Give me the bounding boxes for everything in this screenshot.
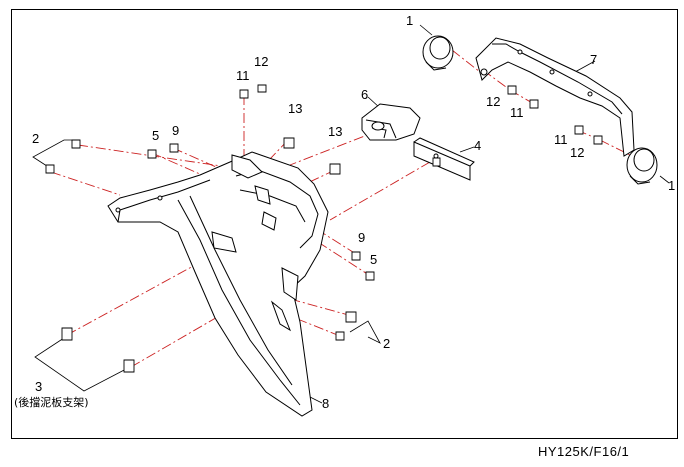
rear-fender <box>107 151 329 417</box>
callout-11-right: 11 <box>554 132 568 147</box>
diagram-frame <box>11 9 678 439</box>
callout-11-mid: 11 <box>510 105 524 120</box>
reflector-left <box>422 35 454 71</box>
callout-11-top: 11 <box>236 68 250 83</box>
callout-13-mid: 13 <box>328 124 342 139</box>
reflector-right <box>626 147 658 185</box>
callout-6: 6 <box>361 87 368 102</box>
callout-5-bottom: 5 <box>370 252 377 267</box>
callout-3: 3 <box>35 379 42 394</box>
part-note: (後擋泥板支架) <box>14 396 89 409</box>
callout-12-right: 12 <box>570 145 584 160</box>
callout-7: 7 <box>590 52 597 67</box>
callout-9-bottom: 9 <box>358 230 365 245</box>
callout-2-bottom: 2 <box>383 336 390 351</box>
callout-1-right: 1 <box>668 178 675 193</box>
license-bracket <box>475 37 635 157</box>
drawing-code: HY125K/F16/1 <box>538 444 630 459</box>
callout-12-mid: 12 <box>486 94 500 109</box>
callout-2-left: 2 <box>32 131 39 146</box>
license-lamp <box>361 103 421 141</box>
callout-8: 8 <box>322 396 329 411</box>
callout-labels: 1 1 2 2 3 4 5 5 6 7 8 9 9 11 11 11 12 12… <box>32 13 675 411</box>
fasteners <box>45 84 603 373</box>
callout-1-top: 1 <box>406 13 413 28</box>
callout-12-top: 12 <box>254 54 268 69</box>
callout-9-top: 9 <box>172 123 179 138</box>
callout-13-top: 13 <box>288 101 302 116</box>
rubber-pad <box>413 137 475 181</box>
callout-5-top: 5 <box>152 128 159 143</box>
callout-4: 4 <box>474 138 481 153</box>
